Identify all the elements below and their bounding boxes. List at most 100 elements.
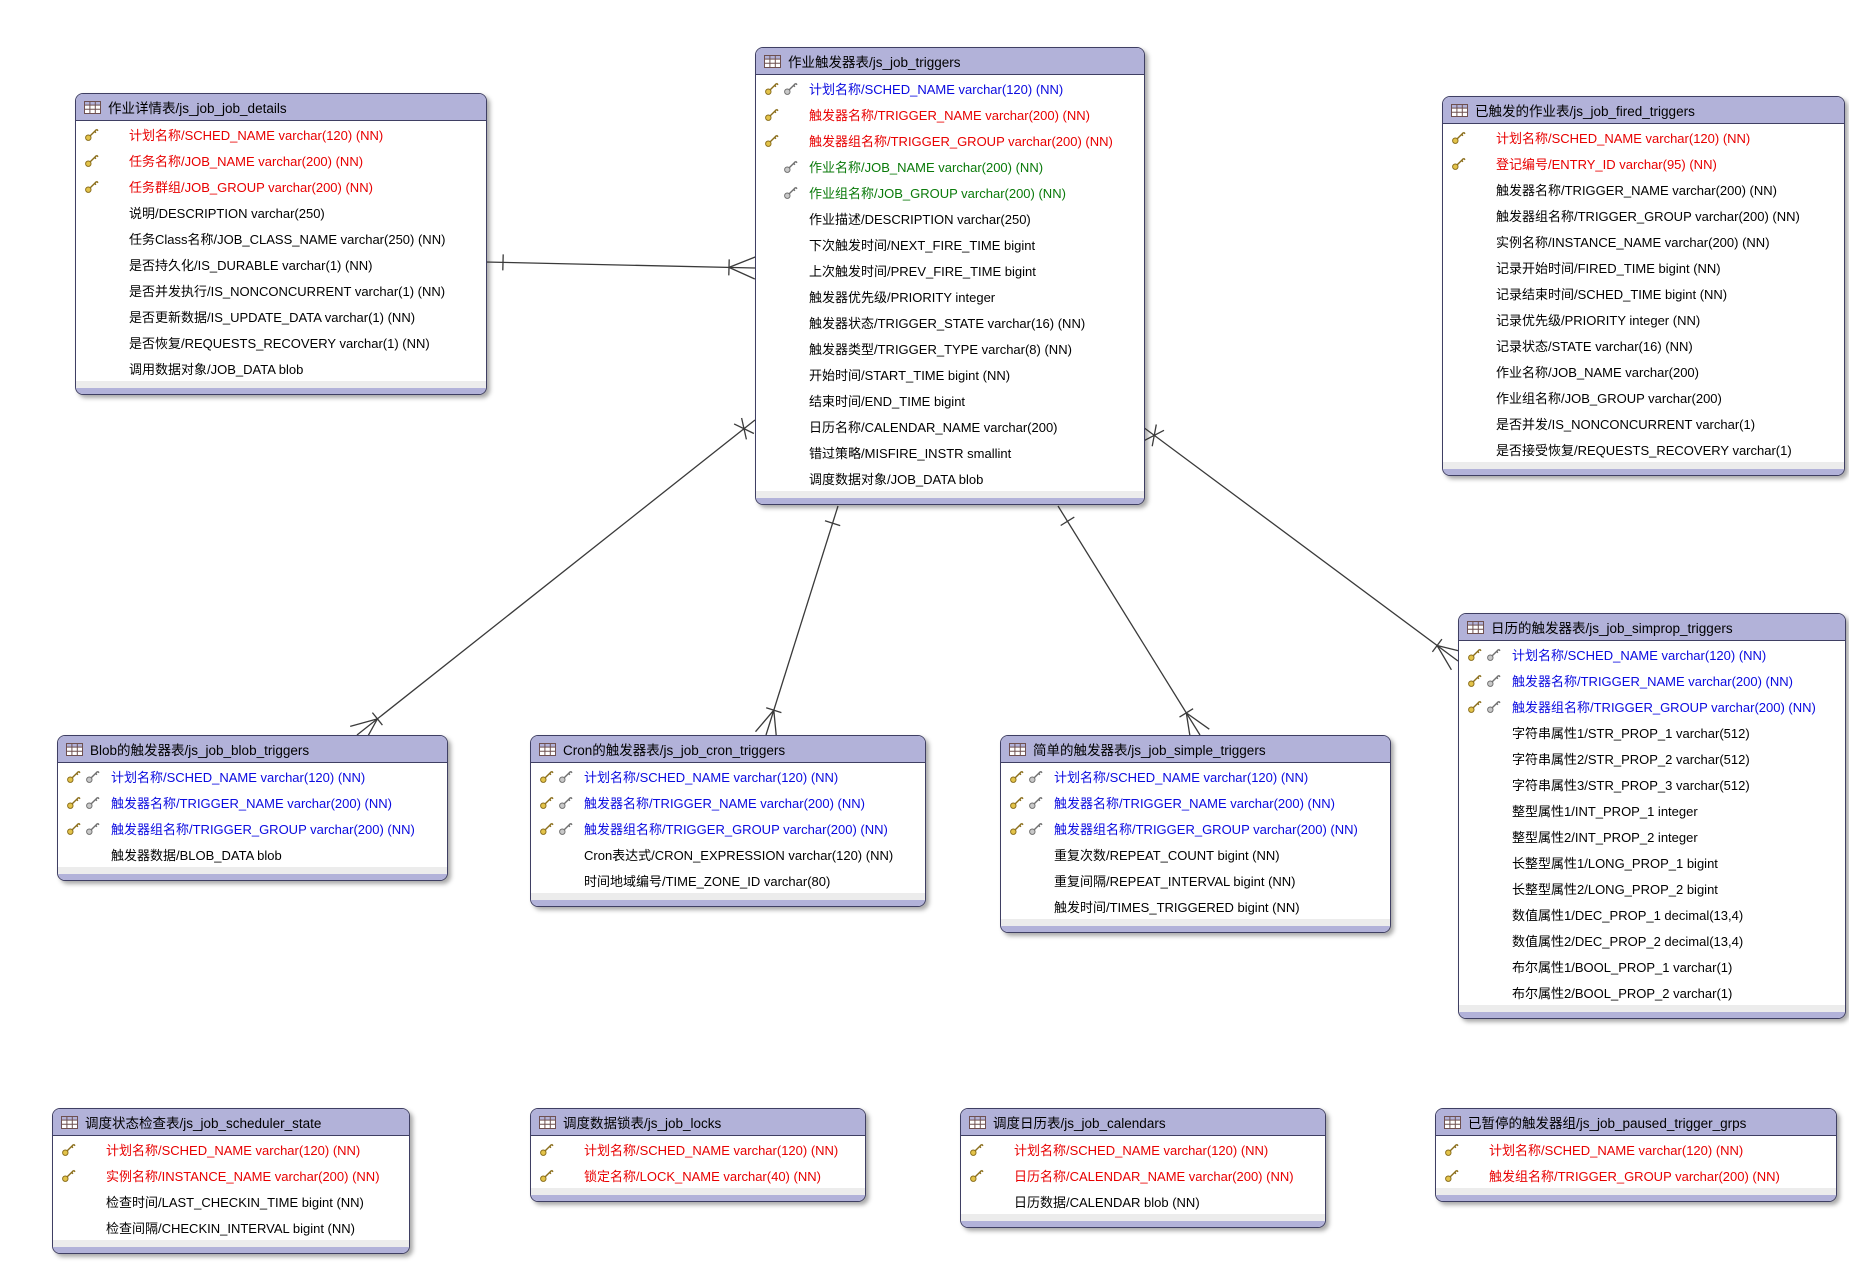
field-row[interactable]: 结束时间/END_TIME bigint [756, 387, 1144, 413]
field-row[interactable]: 任务名称/JOB_NAME varchar(200) (NN) [76, 147, 486, 173]
table-header[interactable]: 调度状态检查表/js_job_scheduler_state [53, 1109, 409, 1136]
field-row[interactable]: 计划名称/SCHED_NAME varchar(120) (NN) [1436, 1136, 1836, 1162]
field-row[interactable]: 触发器组名称/TRIGGER_GROUP varchar(200) (NN) [1443, 202, 1844, 228]
field-row[interactable]: 重复次数/REPEAT_COUNT bigint (NN) [1001, 841, 1390, 867]
field-row[interactable]: 检查间隔/CHECKIN_INTERVAL bigint (NN) [53, 1214, 409, 1240]
field-row[interactable]: 记录状态/STATE varchar(16) (NN) [1443, 332, 1844, 358]
entity-table-js_job_simprop_triggers[interactable]: 日历的触发器表/js_job_simprop_triggers 计划名称/SCH… [1458, 613, 1846, 1019]
field-row[interactable]: 调用数据对象/JOB_DATA blob [76, 355, 486, 381]
table-header[interactable]: 已暂停的触发器组/js_job_paused_trigger_grps [1436, 1109, 1836, 1136]
field-row[interactable]: 触发器名称/TRIGGER_NAME varchar(200) (NN) [1443, 176, 1844, 202]
field-row[interactable]: 触发器优先级/PRIORITY integer [756, 283, 1144, 309]
field-row[interactable]: 时间地域编号/TIME_ZONE_ID varchar(80) [531, 867, 925, 893]
field-row[interactable]: 上次触发时间/PREV_FIRE_TIME bigint [756, 257, 1144, 283]
field-row[interactable]: 长整型属性2/LONG_PROP_2 bigint [1459, 875, 1845, 901]
field-row[interactable]: 触发器名称/TRIGGER_NAME varchar(200) (NN) [531, 789, 925, 815]
field-row[interactable]: 触发器名称/TRIGGER_NAME varchar(200) (NN) [1459, 667, 1845, 693]
field-row[interactable]: 计划名称/SCHED_NAME varchar(120) (NN) [531, 1136, 865, 1162]
field-row[interactable]: 触发器数据/BLOB_DATA blob [58, 841, 447, 867]
entity-table-js_job_blob_triggers[interactable]: Blob的触发器表/js_job_blob_triggers 计划名称/SCHE… [57, 735, 448, 881]
field-row[interactable]: 日历名称/CALENDAR_NAME varchar(200) (NN) [961, 1162, 1325, 1188]
field-row[interactable]: 计划名称/SCHED_NAME varchar(120) (NN) [58, 763, 447, 789]
field-row[interactable]: 计划名称/SCHED_NAME varchar(120) (NN) [531, 763, 925, 789]
field-row[interactable]: 日历数据/CALENDAR blob (NN) [961, 1188, 1325, 1214]
entity-table-js_job_scheduler_state[interactable]: 调度状态检查表/js_job_scheduler_state 计划名称/SCHE… [52, 1108, 410, 1254]
field-row[interactable]: 触发时间/TIMES_TRIGGERED bigint (NN) [1001, 893, 1390, 919]
field-row[interactable]: 任务Class名称/JOB_CLASS_NAME varchar(250) (N… [76, 225, 486, 251]
entity-table-js_job_simple_triggers[interactable]: 简单的触发器表/js_job_simple_triggers 计划名称/SCHE… [1000, 735, 1391, 933]
field-row[interactable]: 长整型属性1/LONG_PROP_1 bigint [1459, 849, 1845, 875]
field-row[interactable]: 计划名称/SCHED_NAME varchar(120) (NN) [961, 1136, 1325, 1162]
field-row[interactable]: 触发器名称/TRIGGER_NAME varchar(200) (NN) [1001, 789, 1390, 815]
field-row[interactable]: 计划名称/SCHED_NAME varchar(120) (NN) [53, 1136, 409, 1162]
entity-table-js_job_locks[interactable]: 调度数据锁表/js_job_locks 计划名称/SCHED_NAME varc… [530, 1108, 866, 1202]
field-row[interactable]: 记录优先级/PRIORITY integer (NN) [1443, 306, 1844, 332]
field-row[interactable]: 整型属性1/INT_PROP_1 integer [1459, 797, 1845, 823]
table-header[interactable]: 作业详情表/js_job_job_details [76, 94, 486, 121]
entity-table-js_job_triggers[interactable]: 作业触发器表/js_job_triggers 计划名称/SCHED_NAME v… [755, 47, 1145, 505]
table-header[interactable]: 调度日历表/js_job_calendars [961, 1109, 1325, 1136]
field-row[interactable]: 锁定名称/LOCK_NAME varchar(40) (NN) [531, 1162, 865, 1188]
entity-table-js_job_fired_triggers[interactable]: 已触发的作业表/js_job_fired_triggers 计划名称/SCHED… [1442, 96, 1845, 476]
field-row[interactable]: 数值属性2/DEC_PROP_2 decimal(13,4) [1459, 927, 1845, 953]
field-row[interactable]: 作业组名称/JOB_GROUP varchar(200) [1443, 384, 1844, 410]
field-row[interactable]: 触发组名称/TRIGGER_GROUP varchar(200) (NN) [1436, 1162, 1836, 1188]
field-row[interactable]: 触发器组名称/TRIGGER_GROUP varchar(200) (NN) [1001, 815, 1390, 841]
field-row[interactable]: 记录结束时间/SCHED_TIME bigint (NN) [1443, 280, 1844, 306]
table-header[interactable]: 作业触发器表/js_job_triggers [756, 48, 1144, 75]
table-header[interactable]: 日历的触发器表/js_job_simprop_triggers [1459, 614, 1845, 641]
field-row[interactable]: 说明/DESCRIPTION varchar(250) [76, 199, 486, 225]
field-row[interactable]: 计划名称/SCHED_NAME varchar(120) (NN) [756, 75, 1144, 101]
field-row[interactable]: 字符串属性1/STR_PROP_1 varchar(512) [1459, 719, 1845, 745]
field-row[interactable]: 开始时间/START_TIME bigint (NN) [756, 361, 1144, 387]
field-row[interactable]: 重复间隔/REPEAT_INTERVAL bigint (NN) [1001, 867, 1390, 893]
field-row[interactable]: 字符串属性3/STR_PROP_3 varchar(512) [1459, 771, 1845, 797]
field-row[interactable]: 作业名称/JOB_NAME varchar(200) [1443, 358, 1844, 384]
field-row[interactable]: 触发器名称/TRIGGER_NAME varchar(200) (NN) [756, 101, 1144, 127]
table-header[interactable]: Cron的触发器表/js_job_cron_triggers [531, 736, 925, 763]
field-row[interactable]: 实例名称/INSTANCE_NAME varchar(200) (NN) [53, 1162, 409, 1188]
field-row[interactable]: 计划名称/SCHED_NAME varchar(120) (NN) [76, 121, 486, 147]
entity-table-js_job_calendars[interactable]: 调度日历表/js_job_calendars 计划名称/SCHED_NAME v… [960, 1108, 1326, 1228]
entity-table-js_job_job_details[interactable]: 作业详情表/js_job_job_details 计划名称/SCHED_NAME… [75, 93, 487, 395]
field-row[interactable]: 触发器名称/TRIGGER_NAME varchar(200) (NN) [58, 789, 447, 815]
field-row[interactable]: 任务群组/JOB_GROUP varchar(200) (NN) [76, 173, 486, 199]
field-row[interactable]: 触发器组名称/TRIGGER_GROUP varchar(200) (NN) [58, 815, 447, 841]
field-row[interactable]: 布尔属性1/BOOL_PROP_1 varchar(1) [1459, 953, 1845, 979]
field-row[interactable]: 触发器类型/TRIGGER_TYPE varchar(8) (NN) [756, 335, 1144, 361]
table-header[interactable]: 简单的触发器表/js_job_simple_triggers [1001, 736, 1390, 763]
field-row[interactable]: 触发器状态/TRIGGER_STATE varchar(16) (NN) [756, 309, 1144, 335]
field-row[interactable]: 登记编号/ENTRY_ID varchar(95) (NN) [1443, 150, 1844, 176]
field-row[interactable]: 是否更新数据/IS_UPDATE_DATA varchar(1) (NN) [76, 303, 486, 329]
field-row[interactable]: 日历名称/CALENDAR_NAME varchar(200) [756, 413, 1144, 439]
field-row[interactable]: 调度数据对象/JOB_DATA blob [756, 465, 1144, 491]
field-row[interactable]: 触发器组名称/TRIGGER_GROUP varchar(200) (NN) [531, 815, 925, 841]
field-row[interactable]: 作业名称/JOB_NAME varchar(200) (NN) [756, 153, 1144, 179]
table-header[interactable]: 调度数据锁表/js_job_locks [531, 1109, 865, 1136]
field-row[interactable]: 触发器组名称/TRIGGER_GROUP varchar(200) (NN) [756, 127, 1144, 153]
field-row[interactable]: 计划名称/SCHED_NAME varchar(120) (NN) [1443, 124, 1844, 150]
field-row[interactable]: 是否恢复/REQUESTS_RECOVERY varchar(1) (NN) [76, 329, 486, 355]
entity-table-js_job_cron_triggers[interactable]: Cron的触发器表/js_job_cron_triggers 计划名称/SCHE… [530, 735, 926, 907]
field-row[interactable]: Cron表达式/CRON_EXPRESSION varchar(120) (NN… [531, 841, 925, 867]
field-row[interactable]: 计划名称/SCHED_NAME varchar(120) (NN) [1001, 763, 1390, 789]
field-row[interactable]: 检查时间/LAST_CHECKIN_TIME bigint (NN) [53, 1188, 409, 1214]
field-row[interactable]: 作业描述/DESCRIPTION varchar(250) [756, 205, 1144, 231]
field-row[interactable]: 触发器组名称/TRIGGER_GROUP varchar(200) (NN) [1459, 693, 1845, 719]
field-row[interactable]: 整型属性2/INT_PROP_2 integer [1459, 823, 1845, 849]
table-header[interactable]: Blob的触发器表/js_job_blob_triggers [58, 736, 447, 763]
table-header[interactable]: 已触发的作业表/js_job_fired_triggers [1443, 97, 1844, 124]
field-row[interactable]: 作业组名称/JOB_GROUP varchar(200) (NN) [756, 179, 1144, 205]
field-row[interactable]: 是否持久化/IS_DURABLE varchar(1) (NN) [76, 251, 486, 277]
field-row[interactable]: 数值属性1/DEC_PROP_1 decimal(13,4) [1459, 901, 1845, 927]
field-row[interactable]: 是否并发/IS_NONCONCURRENT varchar(1) [1443, 410, 1844, 436]
entity-table-js_job_paused_trigger_grps[interactable]: 已暂停的触发器组/js_job_paused_trigger_grps 计划名称… [1435, 1108, 1837, 1202]
field-row[interactable]: 字符串属性2/STR_PROP_2 varchar(512) [1459, 745, 1845, 771]
field-row[interactable]: 实例名称/INSTANCE_NAME varchar(200) (NN) [1443, 228, 1844, 254]
field-row[interactable]: 布尔属性2/BOOL_PROP_2 varchar(1) [1459, 979, 1845, 1005]
field-row[interactable]: 下次触发时间/NEXT_FIRE_TIME bigint [756, 231, 1144, 257]
field-row[interactable]: 错过策略/MISFIRE_INSTR smallint [756, 439, 1144, 465]
field-row[interactable]: 计划名称/SCHED_NAME varchar(120) (NN) [1459, 641, 1845, 667]
field-row[interactable]: 是否接受恢复/REQUESTS_RECOVERY varchar(1) [1443, 436, 1844, 462]
field-row[interactable]: 是否并发执行/IS_NONCONCURRENT varchar(1) (NN) [76, 277, 486, 303]
